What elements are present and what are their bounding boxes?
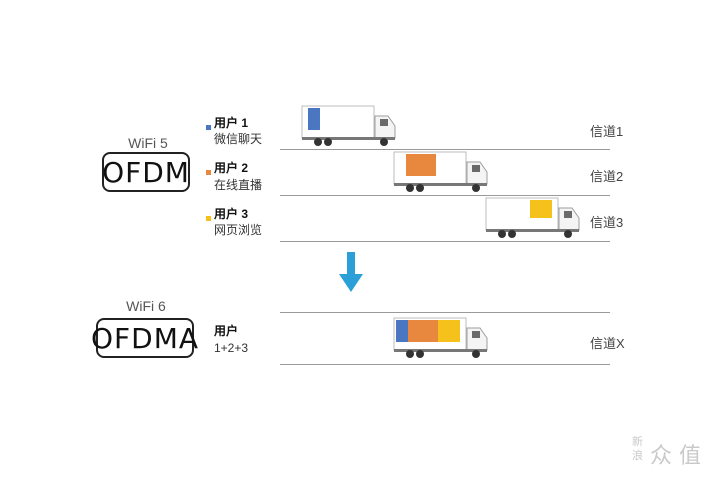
channel-2-label: 信道2: [590, 169, 624, 184]
down-arrow-icon: [339, 252, 363, 292]
truck-user1: [301, 105, 396, 146]
user1-color-marker: [206, 125, 211, 130]
user1-title: 用户 1: [214, 116, 249, 130]
lane-1-line: [280, 149, 610, 150]
combined-user-title: 用户: [214, 324, 239, 338]
user2-color-marker: [206, 170, 211, 175]
watermark-side-top: 新: [632, 436, 643, 448]
user3-title: 用户 3: [214, 207, 249, 221]
channel-1-label: 信道1: [590, 124, 624, 139]
truck-combined: [393, 317, 488, 358]
wifi6-label: WiFi 6: [126, 298, 166, 314]
user2-title: 用户 2: [214, 161, 249, 175]
cargo-user3: [530, 200, 552, 218]
combined-user-desc: 1+2+3: [214, 341, 249, 355]
ofdm-badge: OFDM: [102, 152, 190, 192]
truck-user3: [485, 197, 580, 238]
watermark-side-bottom: 浪: [632, 450, 643, 462]
lane-3-line: [280, 241, 610, 242]
cargo-combined-user3: [438, 320, 460, 342]
user2-desc: 在线直播: [214, 178, 263, 192]
channel-3-label: 信道3: [590, 215, 624, 230]
channel-x-label: 信道X: [590, 336, 625, 351]
watermark-brand: 众 值: [650, 444, 701, 469]
ofdma-lane-top-line: [280, 312, 610, 313]
cargo-user1: [308, 108, 320, 130]
ofdma-lane-bottom-line: [280, 364, 610, 365]
user3-color-marker: [206, 216, 211, 221]
wifi5-label: WiFi 5: [128, 135, 168, 151]
user3-desc: 网页浏览: [214, 223, 263, 237]
lane-2-line: [280, 195, 610, 196]
cargo-user2: [406, 154, 436, 176]
user1-desc: 微信聊天: [214, 132, 263, 146]
truck-user2: [393, 151, 488, 192]
cargo-combined-user2: [408, 320, 438, 342]
ofdma-badge: OFDMA: [91, 318, 198, 358]
cargo-combined-user1: [396, 320, 408, 342]
